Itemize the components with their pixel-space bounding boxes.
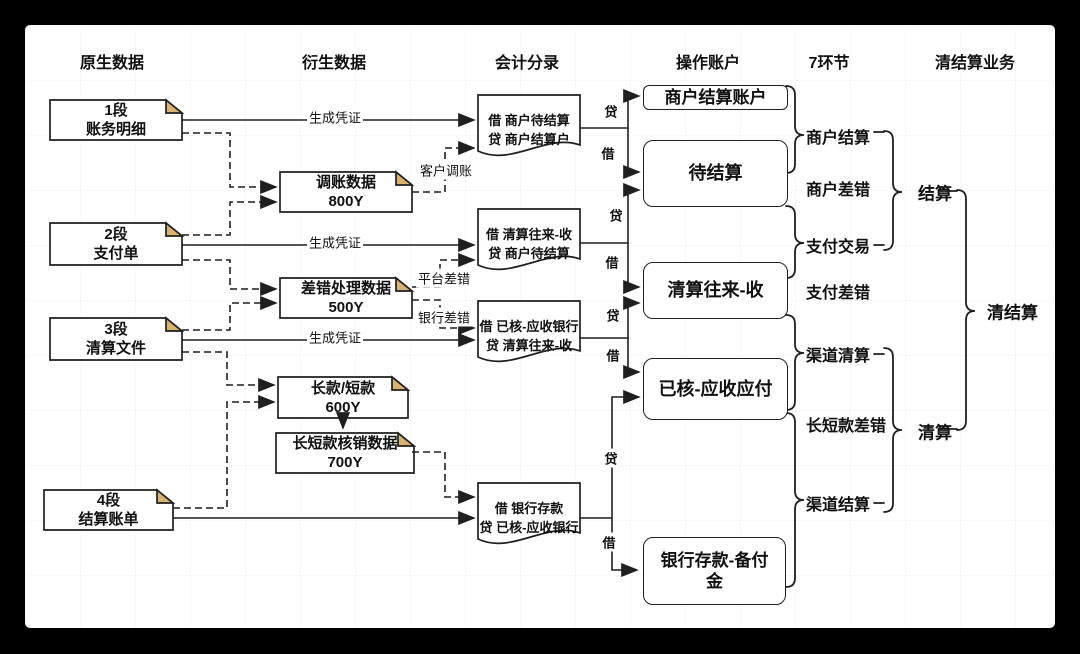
doc-subtitle: 结算账单 [78,511,139,528]
account-pending-settlement: 待结算 [643,140,788,207]
edge-label-generate-voucher-2: 生成凭证 [306,232,364,252]
step-payment-error: 支付差错 [806,285,871,302]
journal-entry-3: 借 已核-应收银行 贷 清算往来-收 [473,317,585,355]
source-doc-segment3: 3段 清算文件 [52,319,180,359]
journal-entry-4: 借 银行存款 贷 已核-应收银行 [473,499,585,537]
doc-subtitle: 支付单 [93,245,139,262]
business-clearing-settlement: 清结算 [987,303,1038,323]
step-payment-transaction: 支付交易 [806,239,871,256]
header-operating-accounts: 操作账户 [675,55,740,72]
debit-line: 借 清算往来-收 [486,227,572,242]
header-clearing-settlement-business: 清结算业务 [934,55,1015,72]
source-doc-segment1: 1段 账务明细 [52,101,180,139]
business-settlement: 结算 [918,184,952,204]
derived-doc-error-handling: 差错处理数据 500Y [282,279,410,317]
account-bank-deposit-reserve: 银行存款-备付金 [643,537,786,605]
step-merchant-settlement: 商户结算 [806,130,871,147]
credit-line: 贷 商户待结算 [488,246,570,261]
edge-label-generate-voucher-1: 生成凭证 [306,107,364,127]
edge-label-bank-error: 银行差错 [415,307,473,327]
step-channel-settlement: 渠道结算 [806,497,871,514]
credit-line: 贷 已核-应收银行 [479,520,579,535]
source-doc-segment4: 4段 结算账单 [46,491,171,529]
doc-title: 2段 [104,226,128,243]
doc-value: 500Y [328,299,364,316]
derived-doc-long-short: 长款/短款 600Y [280,378,406,417]
source-doc-segment2: 2段 支付单 [52,224,180,264]
doc-subtitle: 清算文件 [85,340,146,357]
credit-line: 贷 商户结算户 [488,132,570,147]
doc-title: 4段 [96,492,121,509]
source-doc-shapes [44,100,182,530]
header-source-data: 原生数据 [79,55,144,72]
credit-tag-4: 贷 [603,448,619,468]
credit-tag-3: 贷 [605,305,621,325]
journal-entry-2: 借 清算往来-收 贷 商户待结算 [473,225,585,263]
entry-account-connectors [580,88,641,578]
doc-value: 800Y [328,193,364,210]
header-seven-steps: 7环节 [808,55,850,72]
journal-entry-shapes [478,95,580,543]
grouping-braces [786,86,975,587]
debit-tag-4: 借 [601,532,617,552]
debit-tag-2: 借 [604,252,620,272]
credit-tag-1: 贷 [603,101,619,121]
doc-value: 700Y [327,454,363,471]
derived-doc-shapes [276,172,414,473]
step-merchant-error: 商户差错 [806,182,871,199]
debit-tag-3: 借 [605,345,621,365]
derived-doc-writeoff: 长短款核销数据 700Y [278,434,412,472]
account-clearing-transit-receive: 清算往来-收 [643,262,788,319]
edge-label-customer-adjust: 客户调账 [417,160,475,180]
header-journal-entries: 会计分录 [494,55,559,72]
doc-title: 3段 [104,321,128,338]
doc-title: 长短款核销数据 [292,435,398,452]
account-verified-receivable-payable: 已核-应收应付 [643,358,788,420]
debit-line: 借 已核-应收银行 [479,319,579,334]
doc-title: 1段 [104,102,128,119]
credit-line: 贷 清算往来-收 [486,338,572,353]
journal-entry-1: 借 商户待结算 贷 商户结算户 [473,111,585,149]
step-channel-clearing: 渠道清算 [806,348,871,365]
derived-doc-adjustment: 调账数据 800Y [282,173,410,211]
debit-tag-1: 借 [600,143,616,163]
account-merchant-settlement: 商户结算账户 [643,85,788,110]
header-derived-data: 衍生数据 [301,55,366,72]
doc-value: 600Y [325,398,361,416]
debit-line: 借 银行存款 [494,501,564,516]
doc-subtitle: 账务明细 [85,121,146,138]
edge-label-platform-error: 平台差错 [415,268,473,288]
step-long-short-error: 长短款差错 [806,418,887,435]
doc-title: 差错处理数据 [300,280,391,297]
doc-title: 长款/短款 [310,379,376,397]
business-clearing: 清算 [918,423,952,443]
debit-line: 借 商户待结算 [488,113,570,128]
credit-tag-2: 贷 [608,205,624,225]
doc-title: 调账数据 [315,174,376,191]
edge-label-generate-voucher-3: 生成凭证 [306,327,364,347]
